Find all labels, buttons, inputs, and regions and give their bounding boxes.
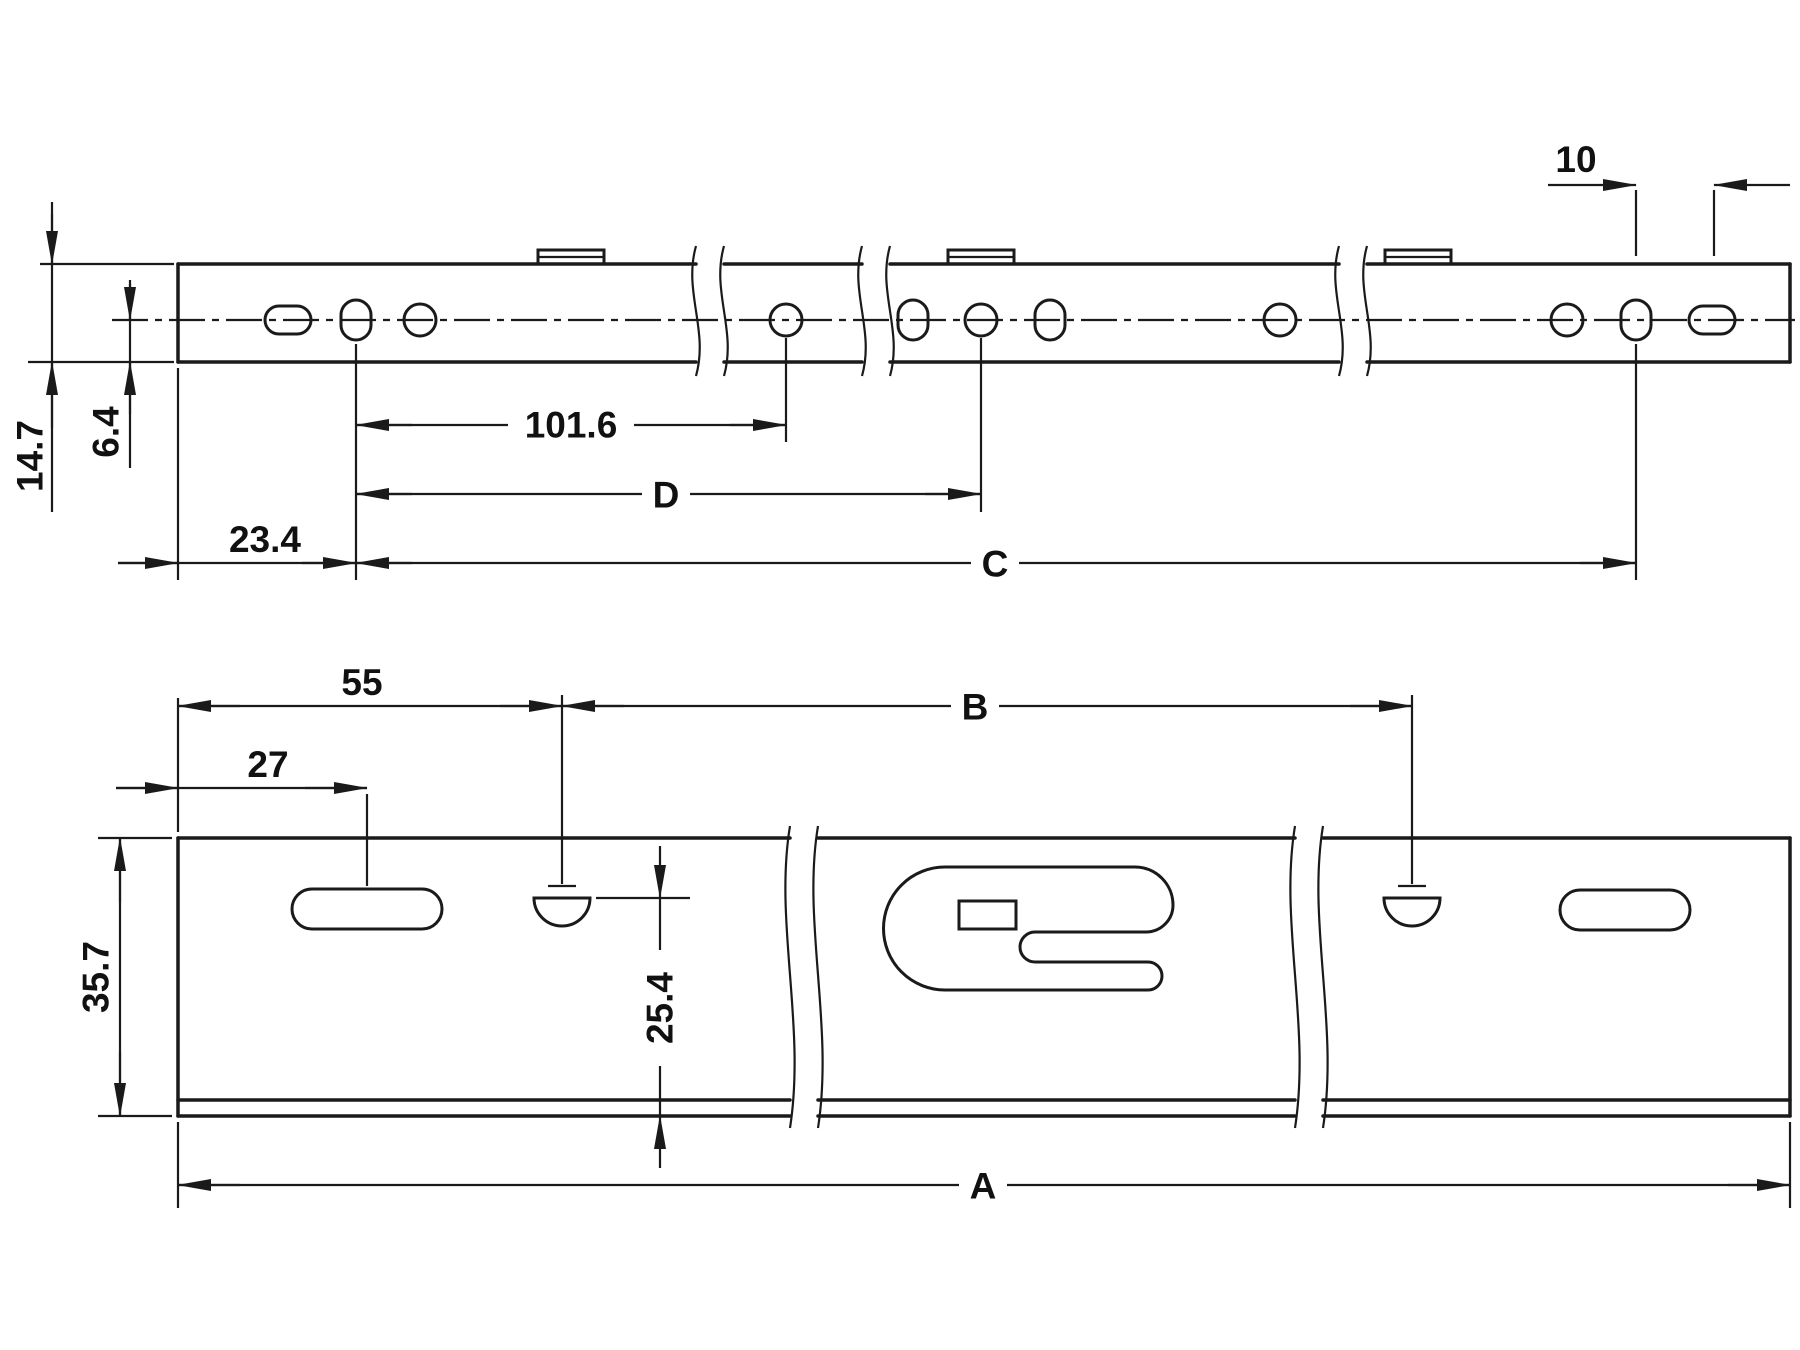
break-line bbox=[885, 245, 895, 377]
label-bg bbox=[642, 474, 690, 514]
label-bg bbox=[508, 404, 634, 444]
hole-halfround bbox=[532, 896, 592, 928]
dim-label-b: B bbox=[962, 687, 989, 728]
dim-label-total-height: 14.7 bbox=[10, 420, 51, 492]
break-line bbox=[857, 245, 867, 377]
top-view bbox=[112, 245, 1795, 377]
dim-label-c: C bbox=[982, 544, 1009, 585]
dim-label-front-slot-offset: 27 bbox=[247, 744, 288, 785]
dim-label-front-height: 35.7 bbox=[76, 941, 117, 1013]
label-bg bbox=[971, 543, 1019, 583]
break-line bbox=[784, 825, 796, 1129]
dim-label-a: A bbox=[970, 1166, 997, 1207]
dim-label-front-first-hole: 55 bbox=[341, 662, 382, 703]
dim-label-center-to-edge: 6.4 bbox=[86, 406, 127, 458]
break-line bbox=[1317, 825, 1329, 1129]
hole-slot-horizontal bbox=[1558, 888, 1692, 932]
hole-halfround bbox=[1382, 896, 1442, 928]
dim-label-last-hole-spacing: 10 bbox=[1555, 139, 1596, 180]
break-line bbox=[1289, 825, 1301, 1129]
break-line bbox=[1362, 245, 1372, 377]
hole-adjustment-slot bbox=[882, 865, 1175, 992]
front-view-dimensions: 55 B 27 35.7 25.4 A bbox=[76, 662, 1792, 1208]
top-view-dimensions: 101.6 D C 23.4 10 14.7 6.4 bbox=[10, 139, 1790, 585]
break-line bbox=[691, 245, 701, 377]
break-line bbox=[1334, 245, 1344, 377]
label-bg bbox=[959, 1165, 1007, 1205]
break-line bbox=[812, 825, 824, 1129]
hole-window bbox=[957, 899, 1018, 931]
dim-label-hole-to-bottom: 25.4 bbox=[640, 972, 681, 1044]
dim-label-hole-pitch: 101.6 bbox=[525, 405, 618, 446]
break-line bbox=[719, 245, 729, 377]
dim-label-end-to-first-hole: 23.4 bbox=[229, 519, 301, 560]
label-bg bbox=[640, 950, 680, 1066]
dim-label-d: D bbox=[653, 475, 680, 516]
front-view bbox=[176, 825, 1792, 1129]
hole-slot-horizontal bbox=[290, 887, 444, 931]
label-bg bbox=[951, 686, 999, 726]
